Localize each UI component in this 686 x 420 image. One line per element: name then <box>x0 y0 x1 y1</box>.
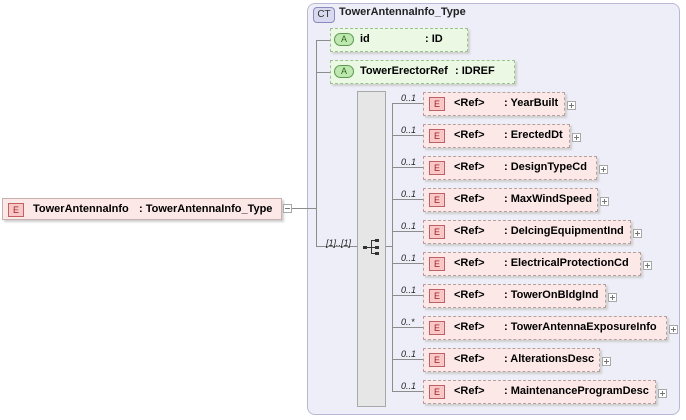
connector-trunk <box>316 40 317 246</box>
child-element[interactable]: E <Ref> : AlterationsDesc <box>423 348 600 372</box>
sequence-cardinality: [1]..[1] <box>326 238 352 248</box>
root-element-name: TowerAntennaInfo <box>33 203 129 215</box>
child-element-name: : AlterationsDesc <box>504 353 595 365</box>
child-element[interactable]: E <Ref> : MaintenanceProgramDesc <box>423 380 656 404</box>
attribute-tower-erector-ref[interactable]: A TowerErectorRef : IDREF <box>330 60 515 84</box>
attribute-type: : IDREF <box>455 65 495 77</box>
child-element[interactable]: E <Ref> : ErectedDt <box>423 124 570 148</box>
child-element-ref: <Ref> <box>454 97 485 109</box>
complex-type-badge: CT <box>313 7 335 23</box>
attribute-id[interactable]: A id : ID <box>330 28 468 52</box>
child-element[interactable]: E <Ref> : YearBuilt <box>423 92 565 116</box>
sequence-icon <box>363 239 379 255</box>
complex-type-title: TowerAntennaInfo_Type <box>339 6 466 18</box>
child-element-ref: <Ref> <box>454 225 485 237</box>
element-badge: E <box>429 289 445 303</box>
root-element-type: : TowerAntennaInfo_Type <box>139 203 273 215</box>
expand-icon[interactable] <box>572 133 581 142</box>
element-badge: E <box>429 257 445 271</box>
child-element-ref: <Ref> <box>454 161 485 173</box>
expand-icon[interactable] <box>600 197 609 206</box>
attribute-badge: A <box>334 65 354 78</box>
collapse-icon[interactable] <box>283 204 292 213</box>
child-cardinality: 0..1 <box>401 349 417 359</box>
child-element-ref: <Ref> <box>454 353 485 365</box>
connector-seq-right <box>386 246 392 247</box>
child-element-name: : ErectedDt <box>504 129 563 141</box>
element-badge: E <box>429 385 445 399</box>
attribute-name: TowerErectorRef <box>360 65 448 77</box>
child-element[interactable]: E <Ref> : DesignTypeCd <box>423 156 597 180</box>
connector-root <box>292 208 316 209</box>
child-element[interactable]: E <Ref> : MaxWindSpeed <box>423 188 598 212</box>
element-badge: E <box>429 321 445 335</box>
expand-icon[interactable] <box>599 165 608 174</box>
expand-icon[interactable] <box>608 293 617 302</box>
element-badge: E <box>429 161 445 175</box>
expand-icon[interactable] <box>643 261 652 270</box>
child-element-name: : MaintenanceProgramDesc <box>504 385 649 397</box>
connector-child <box>392 295 423 296</box>
child-cardinality: 0..1 <box>401 189 417 199</box>
connector-child <box>392 199 423 200</box>
attribute-type: : ID <box>425 33 443 45</box>
child-cardinality: 0..1 <box>401 381 417 391</box>
expand-icon[interactable] <box>658 389 667 398</box>
child-element-ref: <Ref> <box>454 193 485 205</box>
root-element[interactable]: E TowerAntennaInfo : TowerAntennaInfo_Ty… <box>2 198 282 220</box>
connector-attr-erector <box>316 72 330 73</box>
element-badge: E <box>8 203 24 217</box>
connector-child <box>392 103 423 104</box>
child-element[interactable]: E <Ref> : DeIcingEquipmentInd <box>423 220 631 244</box>
child-element-ref: <Ref> <box>454 289 485 301</box>
child-cardinality: 0..1 <box>401 285 417 295</box>
child-element-name: : DesignTypeCd <box>504 161 587 173</box>
connector-child <box>392 167 423 168</box>
child-element-name: : ElectricalProtectionCd <box>504 257 629 269</box>
attribute-badge: A <box>334 33 354 46</box>
element-badge: E <box>429 225 445 239</box>
connector-child <box>392 231 423 232</box>
element-badge: E <box>429 193 445 207</box>
child-element-ref: <Ref> <box>454 321 485 333</box>
connector-child <box>392 263 423 264</box>
connector-sequence <box>316 246 357 247</box>
connector-children-trunk <box>392 103 393 391</box>
child-element-ref: <Ref> <box>454 257 485 269</box>
child-element-name: : TowerAntennaExposureInfo <box>504 321 657 333</box>
expand-icon[interactable] <box>669 325 678 334</box>
connector-child <box>392 135 423 136</box>
child-element[interactable]: E <Ref> : TowerAntennaExposureInfo <box>423 316 667 340</box>
child-element-ref: <Ref> <box>454 385 485 397</box>
element-badge: E <box>429 97 445 111</box>
child-cardinality: 0..1 <box>401 157 417 167</box>
connector-child <box>392 391 423 392</box>
connector-child <box>392 359 423 360</box>
child-element-name: : MaxWindSpeed <box>504 193 592 205</box>
child-cardinality: 0..1 <box>401 221 417 231</box>
child-cardinality: 0..1 <box>401 125 417 135</box>
child-element[interactable]: E <Ref> : ElectricalProtectionCd <box>423 252 641 276</box>
child-cardinality: 0..1 <box>401 93 417 103</box>
connector-attr-id <box>316 40 330 41</box>
child-element-ref: <Ref> <box>454 129 485 141</box>
child-element-name: : YearBuilt <box>504 97 559 109</box>
child-element-name: : TowerOnBldgInd <box>504 289 599 301</box>
child-cardinality: 0..* <box>401 317 415 327</box>
element-badge: E <box>429 353 445 367</box>
child-cardinality: 0..1 <box>401 253 417 263</box>
child-element-name: : DeIcingEquipmentInd <box>504 225 624 237</box>
element-badge: E <box>429 129 445 143</box>
expand-icon[interactable] <box>633 229 642 238</box>
expand-icon[interactable] <box>567 101 576 110</box>
child-element[interactable]: E <Ref> : TowerOnBldgInd <box>423 284 606 308</box>
connector-child <box>392 327 423 328</box>
attribute-name: id <box>360 33 370 45</box>
expand-icon[interactable] <box>602 357 611 366</box>
